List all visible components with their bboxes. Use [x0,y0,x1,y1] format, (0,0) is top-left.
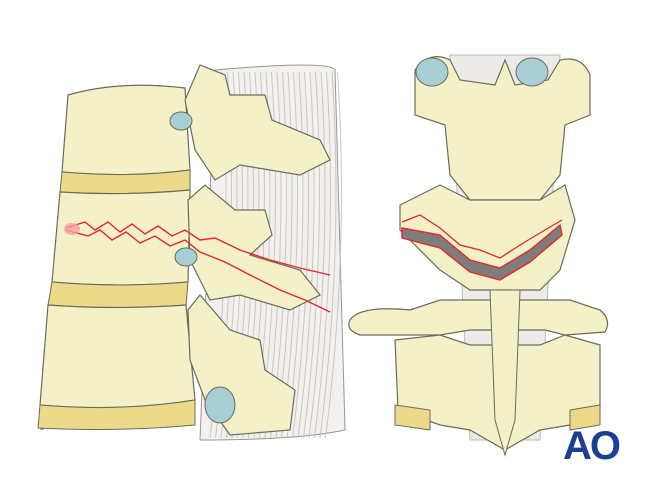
endplate-right [569,404,601,431]
ap-view [348,54,609,457]
fracture-line-lower [65,229,331,313]
ligament-stripe [308,71,326,439]
facet-joint-upper [169,111,193,131]
transverse-processes [348,299,609,336]
disc-bottom [37,399,196,430]
ligament-stripe [325,71,342,439]
ligament-stripe [297,71,315,439]
vertebral-body-lower [39,304,196,409]
ao-logo: AO [563,424,621,468]
facet-upper-right-ap [515,57,549,87]
vertebra-middle-ap [399,184,576,291]
disc-lower [47,281,189,308]
vertebral-body-upper [61,84,191,176]
endplate-left [394,404,431,431]
posterior-element-middle [187,184,321,311]
ligament-stripe [303,71,320,439]
facet-joint-lower [204,386,236,424]
facet-upper-left-ap [415,57,449,87]
ligament-stripe [319,71,337,439]
ligament-stripe [314,71,331,439]
lateral-view [37,64,346,441]
vertebral-body-fractured [51,189,191,286]
fracture-gap-ap [401,223,563,281]
posterior-element-upper [184,64,331,181]
fracture-line-upper [65,221,331,276]
ligament-stripe [292,71,309,439]
facet-joint-middle [174,247,198,267]
vertebra-upper-ap [414,56,591,201]
spinous-process-ap [489,289,521,457]
fracture-line-ap [401,214,563,259]
fracture-origin-highlight [64,223,80,235]
